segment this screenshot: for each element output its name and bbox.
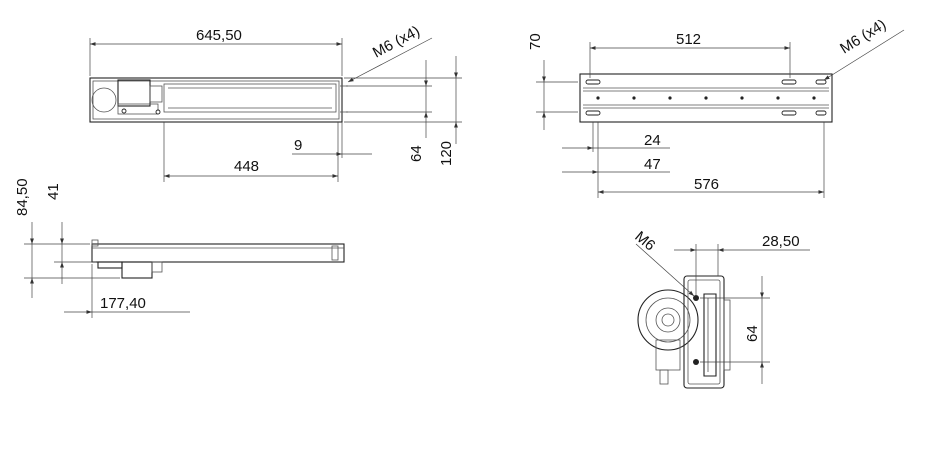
dim-end-offset: 28,50 [762,233,800,250]
side-view-beam [91,243,345,263]
side-view-motor [121,261,153,279]
side-view: 84,50 41 177,40 [14,178,345,318]
dim-beam-height: 41 [45,183,62,200]
top-view-motor-wheel [91,87,117,113]
dim-hole-spacing: 512 [676,31,701,48]
top-thread-callout: M6 (x4) [370,23,423,62]
end-view-hole [693,295,699,301]
dim-total-height: 84,50 [14,178,31,216]
dim-plate-length: 576 [694,176,719,193]
plate-outline [579,73,833,123]
dim-overall-length: 645,50 [196,27,242,44]
dim-offset-a: 24 [644,132,661,149]
top-view-outline [89,77,343,123]
top-view-motor-housing [117,79,151,107]
dim-end-hole-pitch: 64 [744,325,761,342]
plate-slot [781,110,797,116]
end-view: M6 28,50 64 [631,228,810,389]
dim-motor-length: 177,40 [100,295,146,312]
top-view: 645,50 M6 (x4) 448 9 64 120 [89,23,462,182]
dim-total-width: 120 [438,141,455,166]
top-view-carriage [163,83,337,113]
end-view-hole [693,359,699,365]
plate-slot [781,79,797,85]
end-view-motor [637,289,699,351]
end-thread-callout: M6 [631,228,658,254]
dim-offset-height: 70 [527,33,544,50]
plate-slot [585,110,601,116]
dim-inner-length: 448 [234,158,259,175]
dim-offset-b: 47 [644,156,661,173]
dim-offset: 9 [294,137,302,154]
dim-hole-pitch: 64 [408,145,425,162]
plate-thread-callout: M6 (x4) [837,16,889,57]
bottom-plate-view: 512 M6 (x4) 70 24 47 576 [527,16,905,198]
plate-slot [585,79,601,85]
